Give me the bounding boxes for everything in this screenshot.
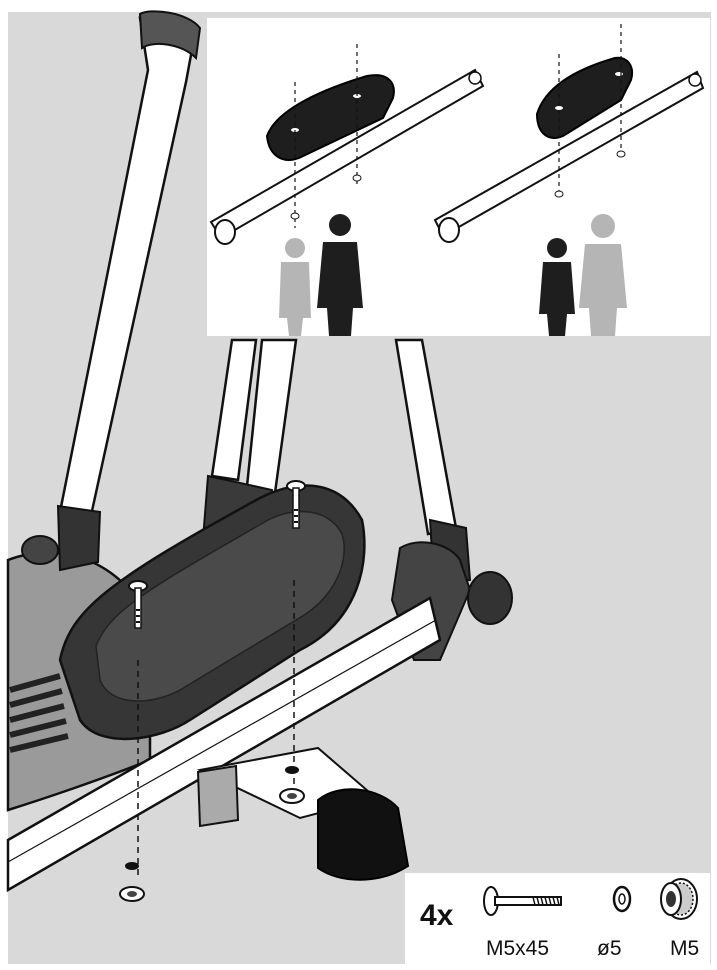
left-handlebar-tube [58, 10, 202, 522]
left-pivot-joint [56, 504, 102, 572]
helper-person-light [279, 238, 311, 336]
assembler-person-dark [317, 214, 363, 336]
washer-nut-pair [279, 766, 305, 804]
alignment-lines [137, 580, 295, 880]
foot-pedal [58, 484, 366, 741]
two-person-detail-panel [207, 18, 710, 336]
assembler-person-dark [539, 238, 575, 336]
bolt-label: M5x45 [486, 937, 550, 960]
quantity-label: 4x [420, 899, 454, 932]
pedal-bolt [128, 580, 148, 629]
washer-label: ø5 [597, 937, 622, 960]
nut-label: M5 [670, 937, 700, 960]
detail-view-right [433, 24, 705, 336]
bolt-icon [483, 886, 562, 916]
washer-nut-pair [119, 862, 145, 902]
parts-list-panel: 4x M5x45 ø5 M5 [405, 873, 710, 964]
base-crossbar [196, 746, 410, 881]
pedal-bolt [286, 480, 306, 529]
detail-view-left [209, 44, 485, 336]
center-mast [210, 338, 298, 502]
nut-icon [660, 878, 698, 920]
end-cap [317, 788, 410, 881]
washer-icon [612, 885, 632, 913]
pedal-rail [6, 596, 442, 893]
helper-person-light [579, 214, 627, 336]
